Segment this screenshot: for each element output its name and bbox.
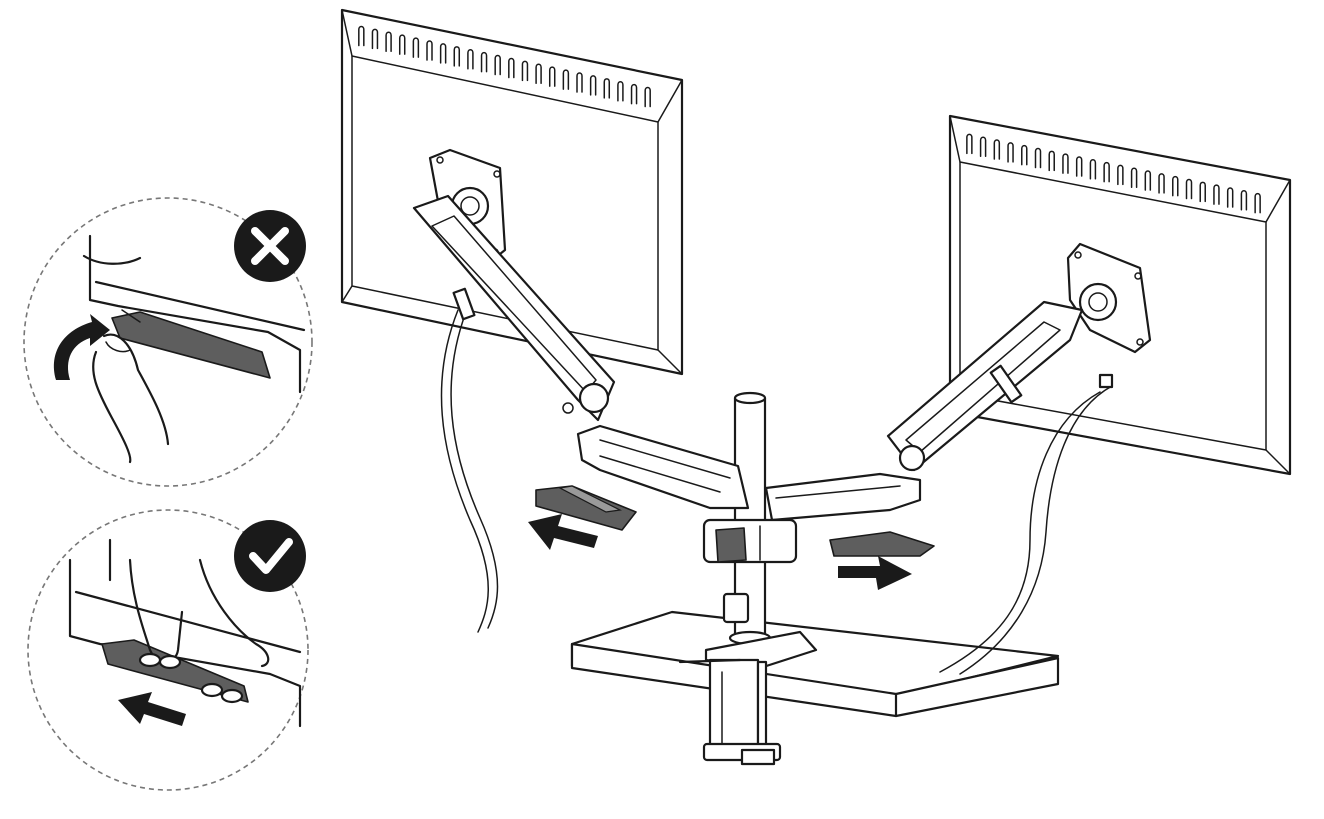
vent-slot <box>1021 144 1028 166</box>
vent-slot <box>1172 175 1179 197</box>
vent-slot <box>426 40 433 61</box>
vent-slot <box>1213 184 1220 205</box>
cables <box>440 309 1114 675</box>
vent-slot <box>453 46 461 67</box>
vent-slot <box>412 37 420 58</box>
vent-slot <box>1144 170 1152 191</box>
vent-slot <box>966 133 973 155</box>
vent-slot <box>548 66 556 87</box>
desk-clamp <box>678 630 818 766</box>
desk <box>570 610 1060 718</box>
vent-slot <box>1075 156 1083 177</box>
vent-slot <box>358 25 365 47</box>
vent-slot <box>385 31 392 53</box>
vent-slot <box>1089 159 1097 180</box>
vent-slot <box>562 69 570 90</box>
vent-slot <box>398 34 406 55</box>
right-monitor-vent-slots <box>966 133 1261 214</box>
vent-slot <box>1103 161 1110 183</box>
vent-slot <box>535 63 542 85</box>
left-monitor-arm <box>412 148 750 510</box>
inset-wrong-method <box>23 197 313 487</box>
pole-hub <box>702 518 798 564</box>
vent-slot <box>644 86 651 108</box>
x-mark-icon <box>234 210 306 282</box>
pull-direction-arrow <box>118 692 186 726</box>
left-monitor <box>340 8 684 376</box>
check-mark-icon <box>234 520 306 592</box>
vent-slot <box>521 60 529 82</box>
vent-slot <box>1226 187 1234 208</box>
vent-slot <box>439 43 447 64</box>
left-monitor-vent-slots <box>358 25 651 108</box>
vent-slot <box>979 136 987 157</box>
vent-slot <box>630 83 638 105</box>
vent-slot <box>371 28 379 50</box>
vent-slot <box>1130 167 1138 188</box>
vent-slot <box>993 139 1001 160</box>
vent-slot <box>508 57 515 79</box>
left-arm-cover-removed <box>535 485 637 531</box>
vent-slot <box>1158 173 1165 194</box>
right-monitor-arm <box>764 242 1152 522</box>
vent-slot <box>1117 164 1124 186</box>
inset-correct-method <box>27 509 309 791</box>
vent-slot <box>617 80 624 102</box>
vent-slot <box>467 48 474 70</box>
vent-slot <box>1034 147 1042 169</box>
vent-slot <box>1240 190 1248 211</box>
vent-slot <box>1185 178 1193 200</box>
vent-slot <box>589 75 597 96</box>
mounting-pole <box>722 391 772 646</box>
vent-slot <box>1062 153 1069 174</box>
vent-slot <box>480 51 488 73</box>
vent-slot <box>1048 150 1055 172</box>
vent-slot <box>1007 142 1014 163</box>
left-cover-slide-arrow <box>528 514 598 550</box>
right-arm-cover-removed <box>829 531 935 557</box>
vent-slot <box>494 54 501 76</box>
vent-slot <box>1199 181 1206 203</box>
right-cover-slide-arrow <box>838 556 912 590</box>
vent-slot <box>603 78 611 99</box>
vent-slot <box>576 72 583 93</box>
vent-slot <box>1254 192 1261 214</box>
